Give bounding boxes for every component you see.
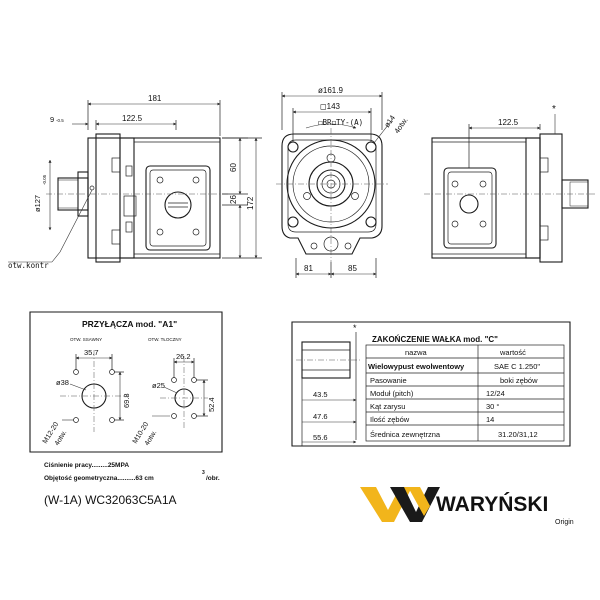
col-label-pressure: OTW. TŁOCZNY (148, 337, 182, 342)
dim-26-2: 26.2 (176, 352, 191, 361)
specifications: Ciśnienie pracy.........25MPA Objętość g… (44, 462, 220, 482)
brand-name: WARYŃSKI (436, 493, 548, 516)
dim-52-4: 52.4 (207, 397, 216, 412)
dim-26: 26 (229, 195, 238, 204)
brand-tagline: Origin (555, 519, 574, 526)
table-row-value: 30 ° (486, 402, 499, 411)
table-row-name: Pasowanie (370, 376, 407, 385)
label-otw-kontr: otw.kontr (8, 261, 49, 270)
table-row-name: Moduł (pitch) (370, 389, 414, 398)
dim-172: 172 (246, 196, 255, 210)
control-hole (89, 185, 95, 191)
shaft-title: ZAKOŃCZENIE WAŁKA mod. "C" (372, 335, 498, 344)
side-flange (539, 133, 563, 263)
shaft-dim-55-6: 55.6 (313, 433, 328, 442)
dim-d161-9: ø161.9 (318, 86, 343, 95)
end-view: ø161.9 ◻143 ◻BR◻TY-(A) ø14 4otw. 81 85 (276, 86, 410, 278)
spec-pressure: Ciśnienie pracy.........25MPA (44, 462, 129, 469)
table-row-value: boki zębów (500, 376, 538, 385)
body-logo-stamp (123, 195, 137, 217)
dim-9: 9 (50, 115, 54, 124)
dim-d127: ø127 (33, 195, 42, 212)
dim-85: 85 (348, 264, 357, 273)
side-port-circle (164, 191, 192, 219)
dim-60: 60 (229, 163, 238, 172)
brand-logo: WARYŃSKI Origin (360, 487, 574, 526)
dim-9-tolerance: -0.5 (56, 118, 64, 123)
table-row-value: 14 (486, 415, 494, 424)
side-star-mark: * (552, 104, 556, 115)
dim-d127-tolerance: -0.05 (42, 174, 47, 185)
flange-step (119, 137, 135, 259)
dim-sq143: ◻143 (320, 102, 341, 111)
mount-hole-tr (365, 141, 377, 153)
end-view-outline (281, 133, 383, 255)
spec-displacement-unit: /obr. (206, 475, 220, 482)
connection-panel-frame (29, 311, 223, 453)
shaft-dim-43-5: 43.5 (313, 390, 328, 399)
suction-port-drawing: 35.7 69.8 ø38 M12-20 4otw. (42, 348, 131, 447)
label-rotation: ◻BR◻TY-(A) (318, 118, 363, 127)
side-port-pad (145, 165, 211, 251)
dim-181: 181 (148, 94, 162, 103)
dim-122-5-side: 122.5 (498, 118, 519, 127)
shaft-panel-frame (291, 321, 571, 447)
mount-hole-br (365, 216, 377, 228)
col-label-suction: OTW. SSAWNY (70, 337, 102, 342)
model-code: (W-1A) WC32063C5A1A (44, 493, 177, 507)
dim-81: 81 (304, 264, 313, 273)
side-port-pad-right (443, 167, 497, 249)
table-row-name: Ilość zębów (370, 415, 410, 424)
holes-right: 4otw. (144, 429, 159, 447)
shaft-panel: ZAKOŃCZENIE WAŁKA mod. "C" * 43.5 47.6 5… (291, 321, 571, 447)
table-row-value: 31.20/31,12 (498, 430, 538, 439)
connection-title: PRZYŁĄCZA mod. "A1" (82, 319, 177, 329)
shaft-spec-table: nazwa wartość Wielowypust ewolwentowy SA… (365, 344, 565, 442)
connection-panel: PRZYŁĄCZA mod. "A1" OTW. SSAWNY OTW. TŁO… (29, 311, 223, 453)
dim-d38: ø38 (56, 378, 69, 387)
side-view: 122.5 * (424, 104, 596, 263)
table-row-name: Wielowypust ewolwentowy (368, 362, 465, 371)
shaft-dim-47-6: 47.6 (313, 412, 328, 421)
dim-122-5-front: 122.5 (122, 114, 143, 123)
dim-d25: ø25 (152, 381, 165, 390)
dim-35-7: 35.7 (84, 348, 99, 357)
side-port-circle-right (459, 194, 479, 214)
mount-hole-tl (287, 141, 299, 153)
shaft-star-mark: * (353, 323, 357, 333)
spec-displacement: Objętość geometryczna..........63 cm (44, 475, 154, 482)
table-row-value: SAE C 1.250" (494, 362, 540, 371)
front-view: 181 122.5 9 -0.5 ø127 -0.05 60 26 172 ot… (8, 94, 262, 270)
mount-hole-bl (287, 216, 299, 228)
dim-69-8: 69.8 (122, 393, 131, 408)
table-row-value: 12/24 (486, 389, 505, 398)
table-header-value: wartość (499, 348, 526, 357)
holes-left: 4otw. (54, 429, 69, 447)
table-row-name: Kąt zarysu (370, 402, 405, 411)
pressure-port-drawing: 26.2 52.4 ø25 M10-20 4otw. (132, 352, 216, 447)
table-row-name: Średnica zewnętrzna (370, 430, 441, 439)
pump-body-outline (87, 137, 221, 259)
spec-displacement-exp: 3 (202, 470, 205, 476)
table-header-name: nazwa (405, 348, 428, 357)
mounting-flange (95, 133, 121, 263)
